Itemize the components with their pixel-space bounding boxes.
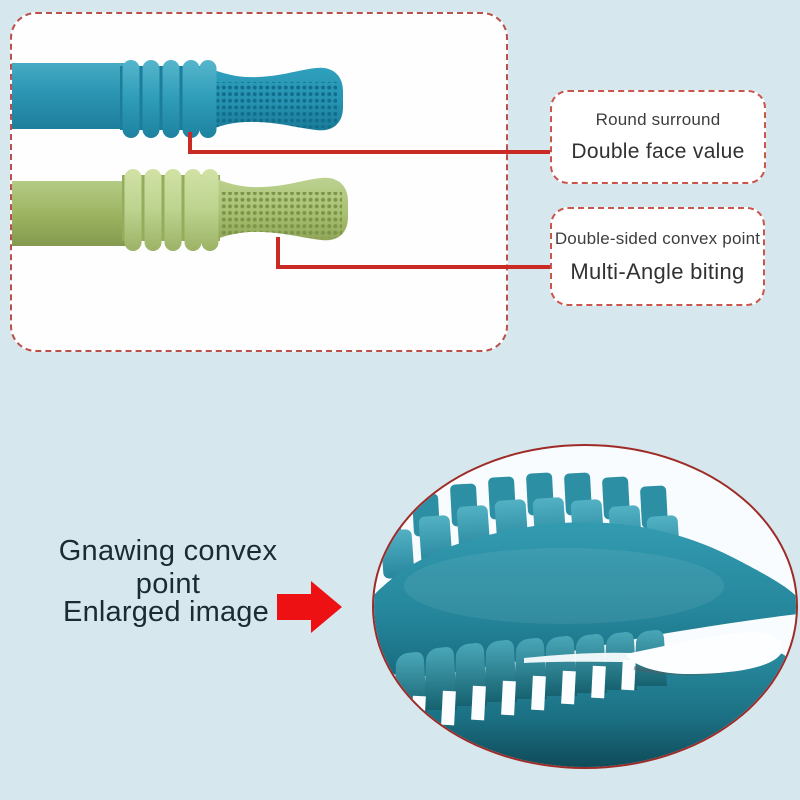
callout-2-subtitle: Multi-Angle biting <box>570 258 745 284</box>
callout-convex-point: Double-sided convex point Multi-Angle bi… <box>550 207 765 306</box>
connector-line-1-vertical <box>188 132 192 154</box>
lower-jaw <box>374 645 796 767</box>
blue-stick <box>12 60 343 138</box>
white-gap-sliver <box>524 652 632 663</box>
teething-sticks-photo <box>12 60 348 251</box>
connector-line-1-horizontal <box>188 150 552 154</box>
white-gap-leaf <box>626 631 783 674</box>
callout-1-title: Round surround <box>595 110 721 129</box>
caption-enlarged-image: Enlarged image <box>63 596 269 628</box>
connector-line-2-horizontal <box>276 265 552 269</box>
callout-2-title: Double-sided convex point <box>554 228 761 248</box>
closeup-gnawing-teeth-photo <box>374 472 796 767</box>
caption-gnawing-convex-point: Gnawing convex point <box>58 535 278 600</box>
red-arrow-right-icon <box>277 581 342 633</box>
enlarged-detail-photo <box>372 444 798 769</box>
green-stick <box>12 169 348 251</box>
connector-line-2-vertical <box>276 237 280 269</box>
callout-1-subtitle: Double face value <box>571 140 745 163</box>
callout-round-surround: Round surround Double face value <box>550 90 766 184</box>
product-photo-panel <box>10 12 508 352</box>
white-slots <box>411 659 636 731</box>
upper-jaw <box>374 522 796 677</box>
